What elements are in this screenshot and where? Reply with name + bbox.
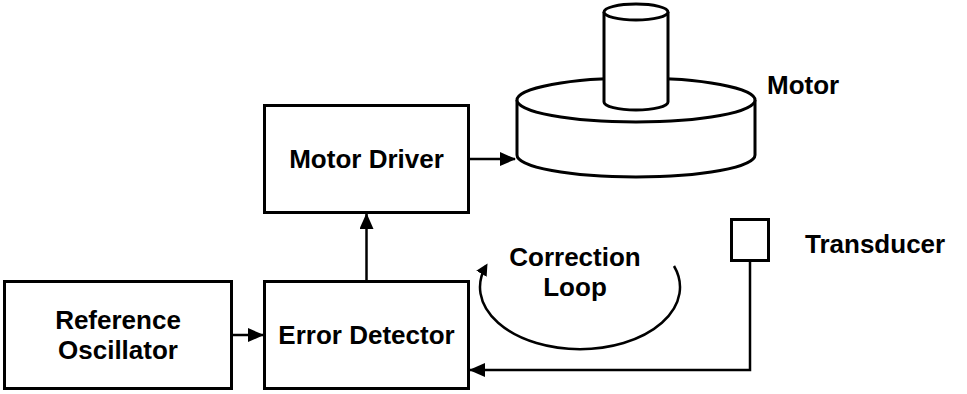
transducer-node: Transducer bbox=[730, 218, 770, 262]
node-label: Transducer bbox=[805, 229, 945, 259]
node-label: Motor bbox=[767, 70, 839, 100]
node-label: Reference Oscillator bbox=[6, 305, 230, 365]
signal-arrow bbox=[470, 158, 515, 161]
loop-label: Correction Loop bbox=[500, 242, 650, 302]
process-box: Reference Oscillator bbox=[3, 280, 233, 390]
node-label: Motor Driver bbox=[281, 144, 452, 174]
process-box: Error Detector bbox=[263, 280, 470, 390]
process-box: Motor Driver bbox=[263, 104, 470, 214]
node-label: Error Detector bbox=[270, 320, 462, 350]
signal-arrow bbox=[233, 334, 263, 337]
signal-arrow bbox=[365, 214, 368, 280]
motor-node: Motor bbox=[515, 0, 757, 180]
signal-arrow bbox=[470, 262, 750, 370]
motor-cylinder bbox=[515, 0, 757, 180]
